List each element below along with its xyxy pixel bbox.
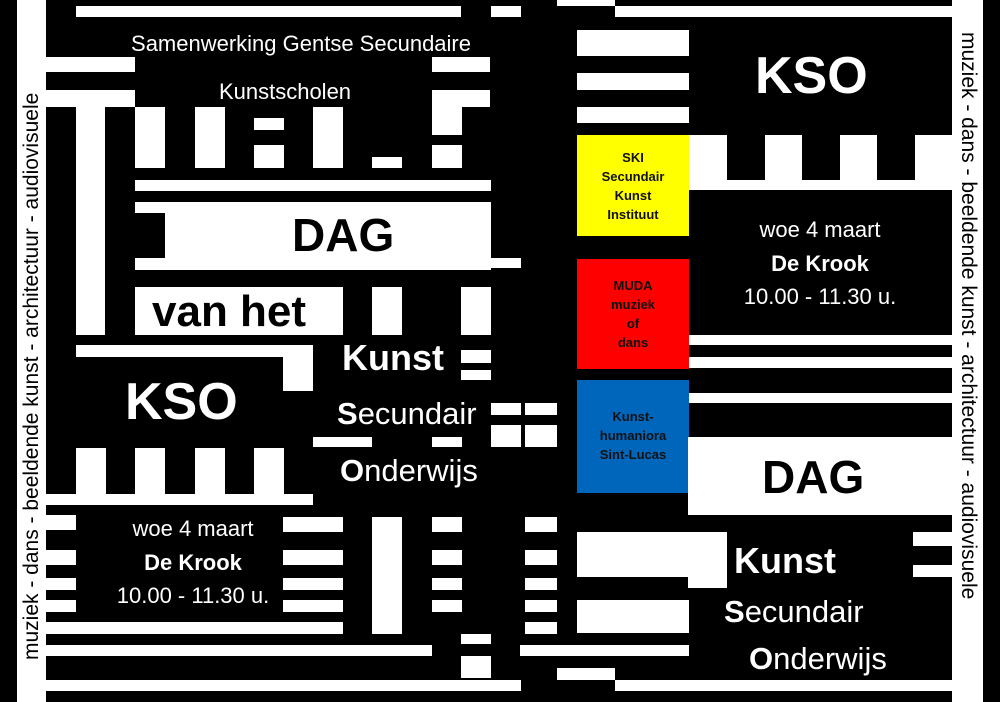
school-line: dans (617, 335, 649, 350)
venue-right: De Krook (771, 251, 869, 276)
onderwijs-right: Onderwijs (749, 643, 887, 674)
school-line: Kunst (614, 187, 652, 203)
school-line: muziek (610, 297, 656, 312)
school-line: Sint-Lucas (599, 447, 667, 462)
dag-title-right: DAG (762, 451, 865, 503)
secundair-rest: ecundair (744, 594, 864, 629)
date-right: woe 4 maart (759, 217, 881, 242)
school-line: Kunst- (612, 409, 654, 424)
school-line: Instituut (607, 206, 659, 222)
dag-title-left: DAG (292, 209, 395, 261)
onderwijs-left: Onderwijs (340, 455, 478, 486)
school-box-sint-lucas: Kunst- humaniora Sint-Lucas (577, 380, 689, 493)
time-left: 10.00 - 11.30 u. (116, 583, 270, 608)
kunst-right: Kunst (734, 540, 836, 581)
secundair-initial: S (724, 594, 745, 629)
header-line-2: Kunstscholen (218, 79, 352, 104)
onderwijs-rest: nderwijs (773, 641, 887, 676)
secundair-left: Secundair (337, 398, 477, 429)
van-het-text: van het (152, 287, 307, 336)
school-line: Secundair (601, 168, 665, 184)
time-right: 10.00 - 11.30 u. (743, 284, 897, 309)
dag-box-right (688, 437, 952, 515)
left-side-text: muziek - dans - beeldende kunst - archit… (20, 92, 43, 660)
date-left: woe 4 maart (132, 516, 254, 541)
kso-title-left: KSO (125, 373, 238, 431)
left-side-strip (17, 0, 46, 702)
school-line: humaniora (599, 428, 667, 443)
header-line-1: Samenwerking Gentse Secundaire (131, 31, 471, 56)
kso-title-right: KSO (755, 47, 868, 105)
school-line: of (626, 316, 640, 331)
secundair-initial: S (337, 396, 358, 431)
dag-box-left (135, 202, 491, 270)
secundair-right: Secundair (724, 596, 864, 627)
onderwijs-initial: O (340, 453, 365, 488)
onderwijs-initial: O (749, 641, 774, 676)
secundair-rest: ecundair (357, 396, 477, 431)
school-line: SKI (622, 149, 644, 165)
school-line: MUDA (613, 278, 653, 293)
onderwijs-rest: nderwijs (364, 453, 478, 488)
van-het-box (135, 287, 343, 335)
right-side-text: muziek - dans - beeldende kunst - archit… (957, 32, 980, 600)
right-side-strip (952, 0, 983, 702)
kunst-left: Kunst (342, 337, 444, 378)
school-box-ski: SKI Secundair Kunst Instituut (577, 135, 689, 236)
school-box-muda: MUDA muziek of dans (577, 259, 689, 369)
venue-left: De Krook (144, 550, 242, 575)
